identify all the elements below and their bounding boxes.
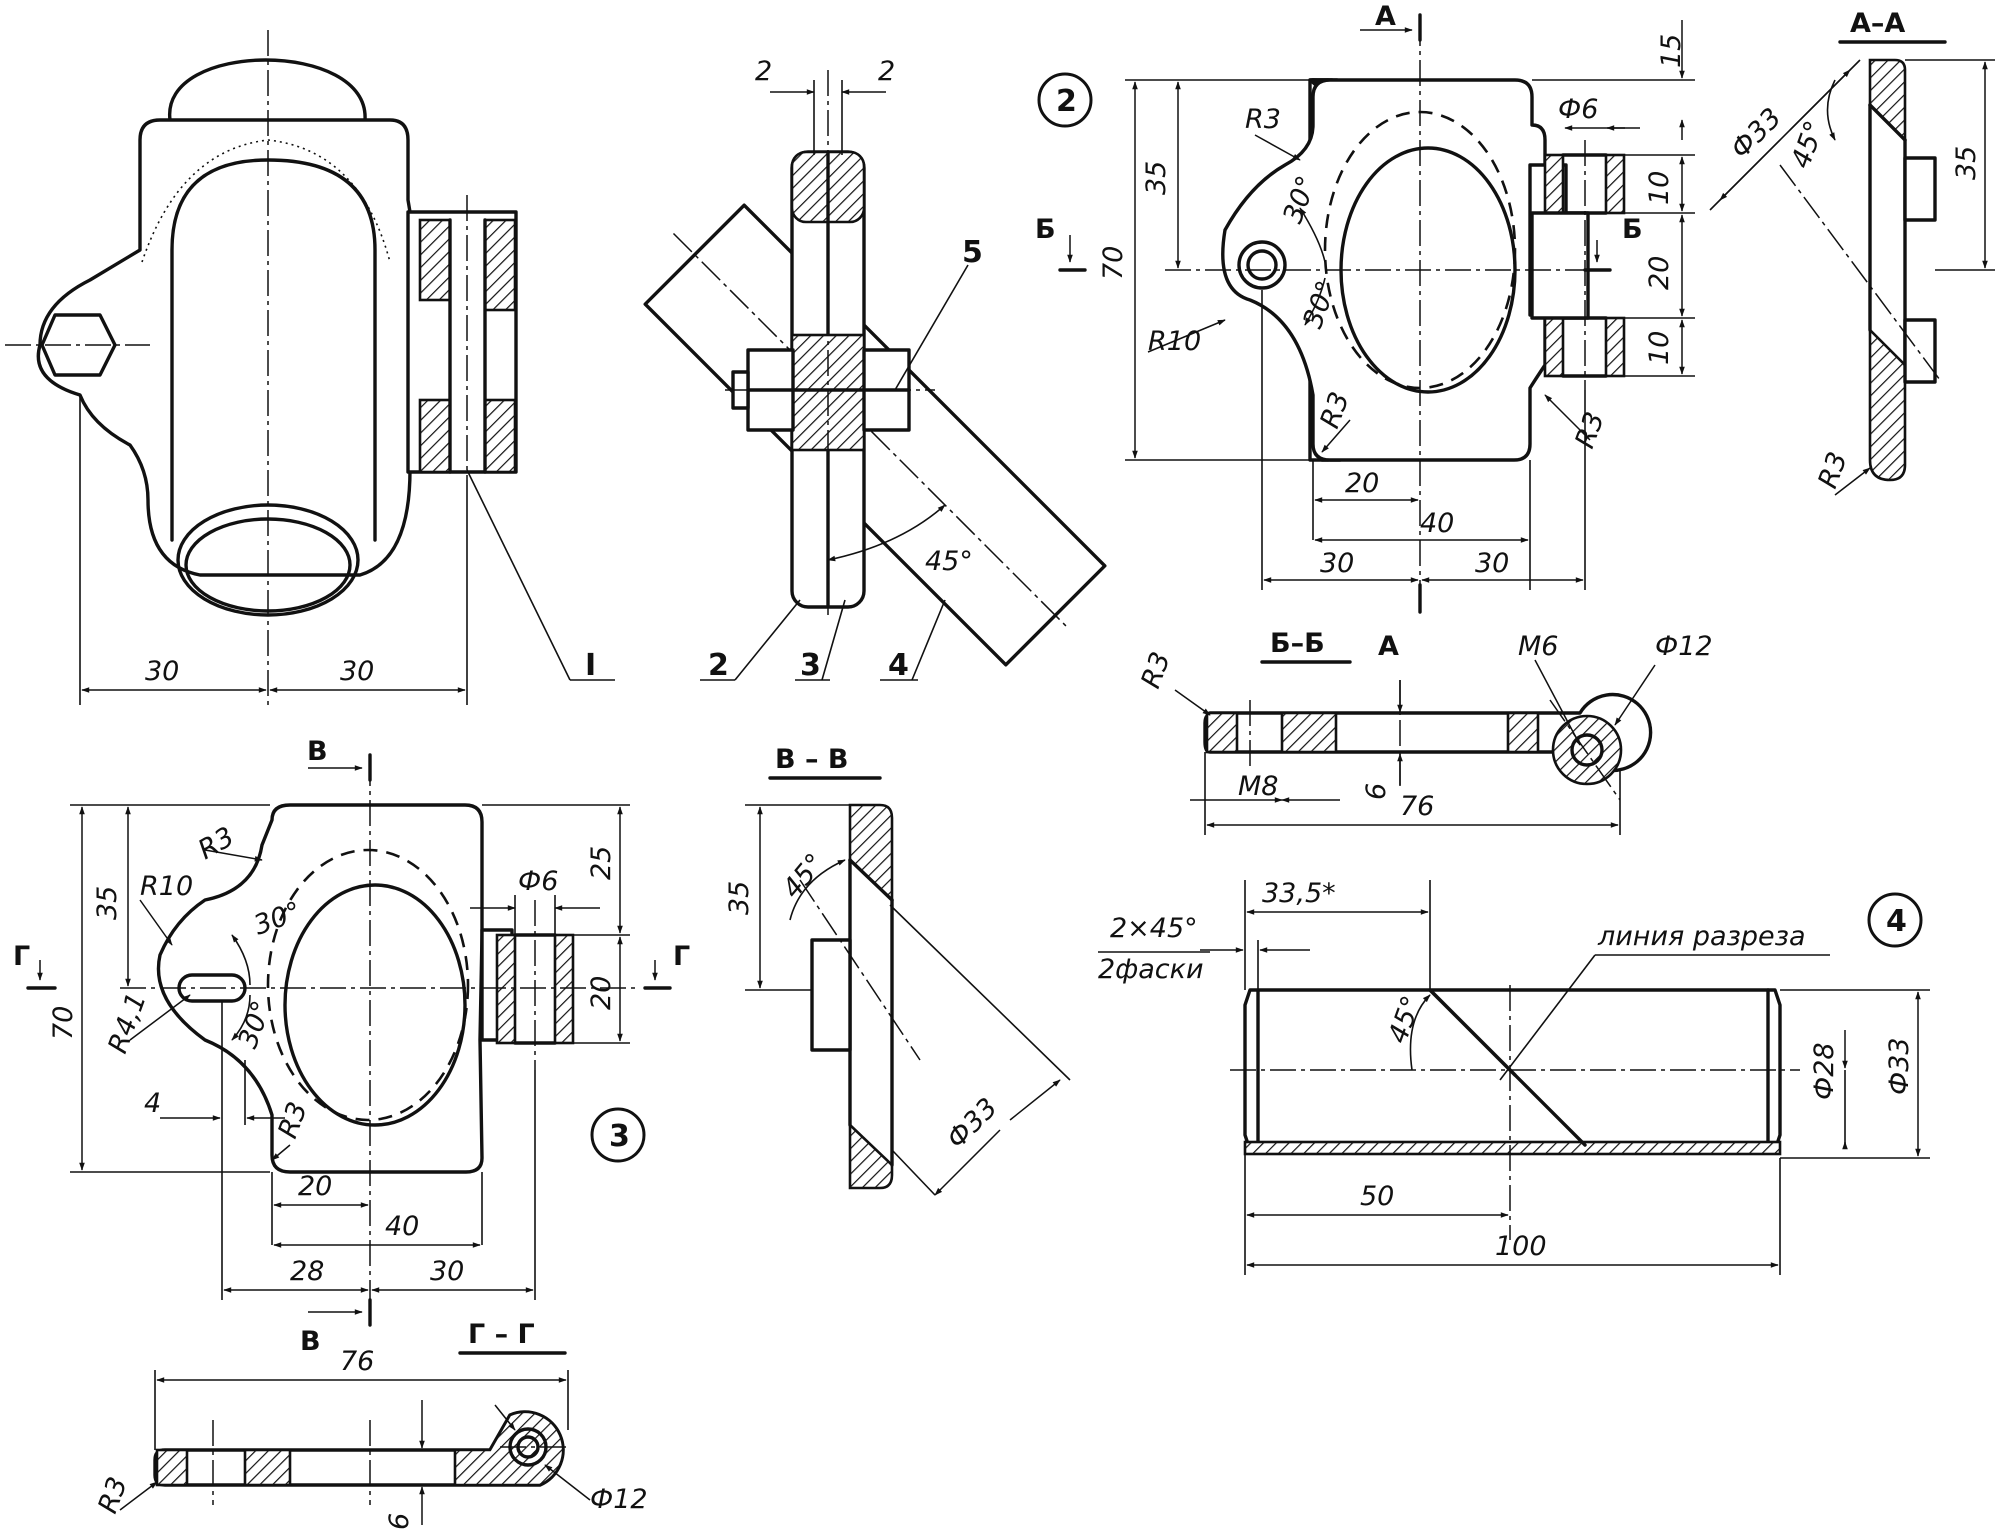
section-bb-m8: M8 — [1238, 771, 1278, 802]
section-g-mark: Г — [13, 941, 30, 972]
section-bb-d12: Ф12 — [1655, 631, 1713, 662]
dim-70: 70 — [1098, 246, 1129, 280]
part-4-badge — [1867, 892, 1923, 948]
part-3-badge — [590, 1107, 646, 1163]
section-g-mark-right: Г — [673, 941, 690, 972]
chamfer-dim: 2×45° — [1110, 913, 1198, 944]
section-bb-view: Б–Б А R3 76 M8 6 M6 Ф12 — [1135, 628, 1713, 835]
section-bb-a-label: А — [1378, 631, 1399, 662]
section-gg-r3: R3 — [92, 1473, 133, 1517]
callout-3: 3 — [800, 648, 821, 683]
section-bb-t6: 6 — [1361, 783, 1392, 800]
radius-r3-top: R3 — [1245, 104, 1281, 135]
dim-40: 40 — [1420, 508, 1454, 539]
callout-4: 4 — [888, 648, 909, 683]
dim-30-left: 30 — [1320, 548, 1354, 579]
part-2-number: 2 — [1056, 84, 1077, 119]
section-gg-d12: Ф12 — [590, 1484, 648, 1515]
dim-25-p3: 25 — [586, 846, 617, 880]
radius-r3-right: R3 — [1569, 408, 1610, 452]
dim-30-right: 30 — [1475, 548, 1509, 579]
dim-d6-p3: Ф6 — [518, 866, 558, 897]
part-3-view: 3 В В Г Г 70 35 — [13, 736, 690, 1357]
dim-30-p3: 30 — [430, 1256, 464, 1287]
radius-r3-p3-top: R3 — [193, 821, 240, 866]
section-aa-title: А–А — [1850, 8, 1905, 39]
dim-gap-left: 2 — [755, 56, 772, 87]
section-bb-title: Б–Б — [1270, 628, 1325, 659]
dim-40-p3: 40 — [385, 1211, 419, 1242]
part-2-badge — [1037, 72, 1093, 128]
clamp-body — [36, 118, 412, 577]
dim-15: 15 — [1656, 34, 1687, 68]
section-aa-view: А–А Ф33 45° 35 R3 — [1709, 8, 1995, 496]
part-4-view: 4 линия разреза 33,5* 2×45° 2фаски 45° Ф… — [1098, 878, 1930, 1275]
section-aa-angle: 45° — [1785, 117, 1830, 173]
part-4-number: 4 — [1886, 904, 1907, 939]
dim-gap-right: 2 — [878, 56, 895, 87]
dim-d6: Ф6 — [1558, 94, 1598, 125]
dim-33-5: 33,5* — [1262, 878, 1336, 909]
dim-d33-p4: Ф33 — [1884, 1037, 1915, 1095]
dim-28: 28 — [290, 1256, 324, 1287]
dim-20: 20 — [1644, 256, 1675, 290]
dim-20-bottom: 20 — [1345, 468, 1379, 499]
section-gg-view: Г – Г 76 R3 6 Ф12 — [92, 1319, 647, 1530]
radius-r41: R4,1 — [102, 989, 152, 1058]
part-3-oval — [283, 883, 467, 1127]
callout-2: 2 — [708, 648, 729, 683]
section-vv-angle: 45° — [777, 848, 832, 905]
chamfer-note: 2фаски — [1098, 954, 1204, 985]
section-b-mark-right: Б — [1622, 214, 1643, 245]
dim-d28: Ф28 — [1809, 1042, 1840, 1100]
dim-10-top: 10 — [1644, 171, 1675, 205]
dim-35: 35 — [1141, 161, 1172, 195]
section-v-mark: В — [307, 736, 328, 767]
dim-30-left: 30 — [145, 656, 179, 687]
clamp-on-tube-view: 2 2 45° 5 2 3 4 — [643, 56, 1107, 683]
dim-20-p3: 20 — [586, 976, 617, 1010]
angle-45: 45° — [925, 546, 973, 577]
part-2-view: 2 А Б — [1035, 1, 1695, 614]
dim-50: 50 — [1360, 1181, 1394, 1212]
section-aa-h35: 35 — [1951, 146, 1982, 180]
hex-bolt — [40, 313, 117, 377]
callout-I: I — [585, 648, 596, 683]
dome-top — [168, 58, 367, 122]
cut-line-label: линия разреза — [1597, 921, 1806, 952]
knurl-edge — [141, 139, 391, 263]
assembly-view: 30 30 I — [5, 30, 615, 705]
dim-70-p3: 70 — [48, 1006, 79, 1040]
dim-100: 100 — [1495, 1231, 1547, 1262]
callout-5: 5 — [962, 235, 983, 270]
dim-30-right: 30 — [340, 656, 374, 687]
section-bb-l76: 76 — [1400, 791, 1434, 822]
section-aa-d33: Ф33 — [1725, 102, 1788, 165]
slot-hole — [177, 973, 247, 1003]
section-vv-title: В – В — [775, 744, 848, 775]
section-vv-h35: 35 — [724, 881, 755, 915]
radius-r10-p3: R10 — [140, 871, 193, 902]
section-bb-m6: M6 — [1518, 631, 1558, 662]
radius-r10: R10 — [1148, 326, 1201, 357]
section-bb-r3: R3 — [1135, 648, 1176, 692]
section-a-mark: А — [1375, 1, 1396, 32]
dim-20-p3-bottom: 20 — [298, 1171, 332, 1202]
dim-35-p3: 35 — [92, 886, 123, 920]
part-3-number: 3 — [609, 1119, 630, 1154]
section-vv-view: В – В 35 45° Ф33 — [724, 744, 1071, 1196]
dim-4: 4 — [144, 1088, 161, 1119]
section-gg-title: Г – Г — [468, 1319, 535, 1350]
section-v-mark-bottom: В — [300, 1326, 321, 1357]
section-b-mark: Б — [1035, 214, 1056, 245]
section-vv-d33: Ф33 — [941, 1092, 1004, 1155]
section-gg-t6: 6 — [384, 1513, 415, 1530]
section-gg-l76: 76 — [340, 1346, 374, 1377]
dim-10-bottom: 10 — [1644, 331, 1675, 365]
